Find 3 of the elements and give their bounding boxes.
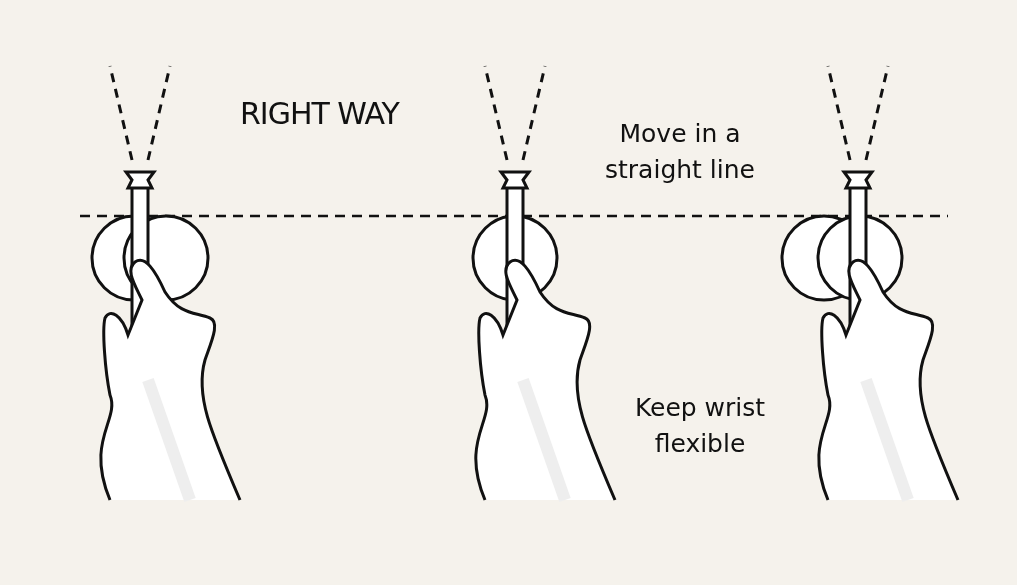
note-text: Move in a straight line [604,118,756,186]
title: RIGHT WAY [240,96,399,131]
note-text: Keep wrist flexible [633,392,767,460]
